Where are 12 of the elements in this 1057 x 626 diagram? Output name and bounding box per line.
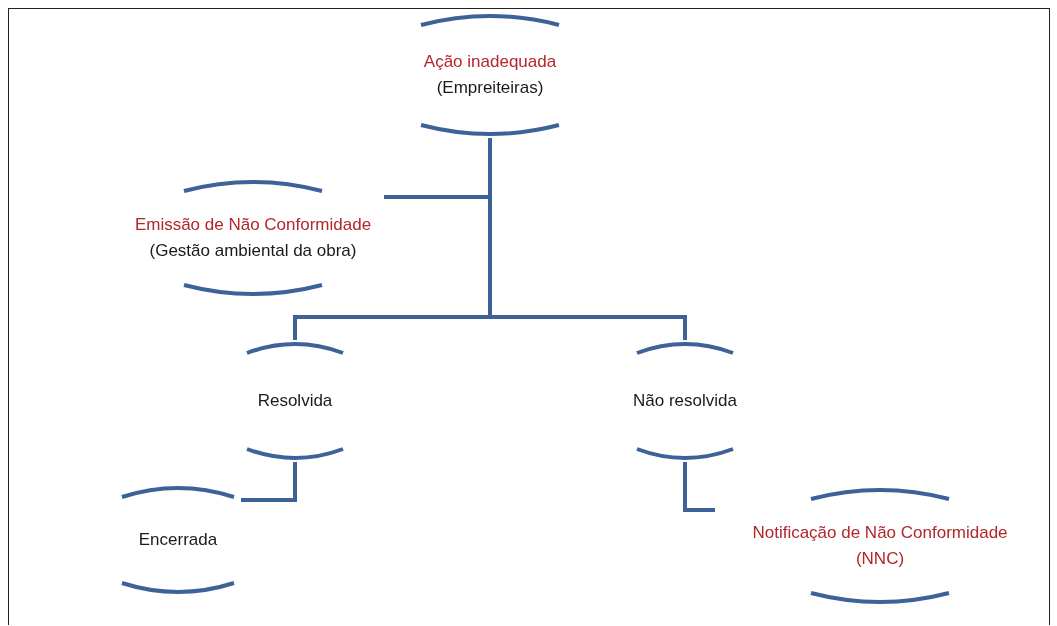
- node-subtitle: (Empreiteiras): [436, 77, 544, 99]
- node-title: Encerrada: [138, 529, 218, 551]
- node-subtitle: (Gestão ambiental da obra): [149, 240, 357, 262]
- node-title: Ação inadequada: [423, 51, 557, 73]
- node-subtitle: (NNC): [855, 548, 905, 570]
- connector-line: [241, 462, 297, 502]
- connector-line: [683, 462, 715, 512]
- node-title: Não resolvida: [633, 390, 737, 412]
- node-title: Emissão de Não Conformidade: [134, 214, 372, 236]
- connector-line: [488, 138, 687, 340]
- node-title: Notificação de Não Conformidade: [752, 522, 1008, 544]
- node-title: Resolvida: [257, 390, 333, 412]
